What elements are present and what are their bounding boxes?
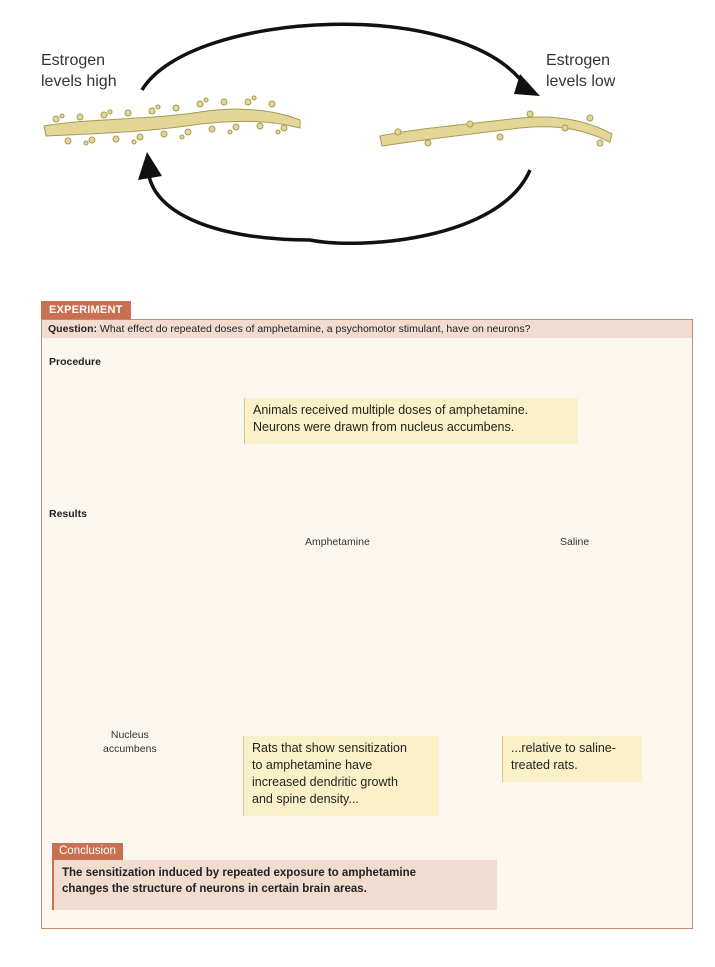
result-left-line4: and spine density... — [252, 792, 359, 806]
result-right-line1: ...relative to saline- — [511, 741, 616, 755]
cycle-arrow-top — [140, 22, 530, 91]
dendrite-high-estrogen — [43, 95, 301, 146]
result-left-line2: to amphetamine have — [252, 758, 373, 772]
nucleus-accumbens-label: Nucleus accumbens — [103, 728, 157, 756]
cycle-arrowhead-top — [514, 74, 540, 96]
dendrite-low-estrogen — [379, 110, 613, 147]
estrogen-high-line2: levels high — [41, 73, 117, 90]
conclusion-box: The sensitization induced by repeated ex… — [52, 860, 497, 910]
conclusion-line1: The sensitization induced by repeated ex… — [62, 867, 417, 879]
estrogen-low-line1: Estrogen — [546, 52, 611, 69]
nucleus-label-line1: Nucleus — [110, 729, 149, 741]
experiment-tag: EXPERIMENT — [41, 301, 131, 319]
result-right-line2: treated rats. — [511, 758, 578, 772]
result-left-line3: increased dendritic growth — [252, 775, 398, 789]
results-heading: Results — [49, 508, 87, 520]
conclusion-line2: changes the structure of neurons in cert… — [62, 883, 367, 895]
procedure-heading: Procedure — [49, 356, 101, 368]
cycle-arrowhead-bottom — [138, 152, 162, 180]
procedure-line2: Neurons were drawn from nucleus accumben… — [253, 420, 515, 434]
conclusion-tag: Conclusion — [52, 843, 123, 860]
question-prefix: Question: — [48, 323, 97, 335]
amphetamine-label: Amphetamine — [305, 536, 370, 548]
procedure-line1: Animals received multiple doses of amphe… — [253, 403, 529, 417]
question-bar: Question: What effect do repeated doses … — [42, 320, 692, 338]
saline-label: Saline — [560, 536, 590, 548]
cycle-arrow-bottom — [146, 167, 532, 245]
result-callout-left: Rats that show sensitization to amphetam… — [243, 736, 439, 816]
estrogen-high-line1: Estrogen — [41, 52, 106, 69]
estrogen-low-label: Estrogen levels low — [546, 50, 615, 92]
estrogen-low-line2: levels low — [546, 73, 616, 90]
nucleus-label-line2: accumbens — [103, 743, 157, 755]
question-text: What effect do repeated doses of ampheta… — [99, 323, 531, 335]
estrogen-high-label: Estrogen levels high — [41, 50, 117, 92]
result-left-line1: Rats that show sensitization — [252, 741, 407, 755]
procedure-callout: Animals received multiple doses of amphe… — [244, 398, 578, 444]
result-callout-right: ...relative to saline- treated rats. — [502, 736, 642, 782]
